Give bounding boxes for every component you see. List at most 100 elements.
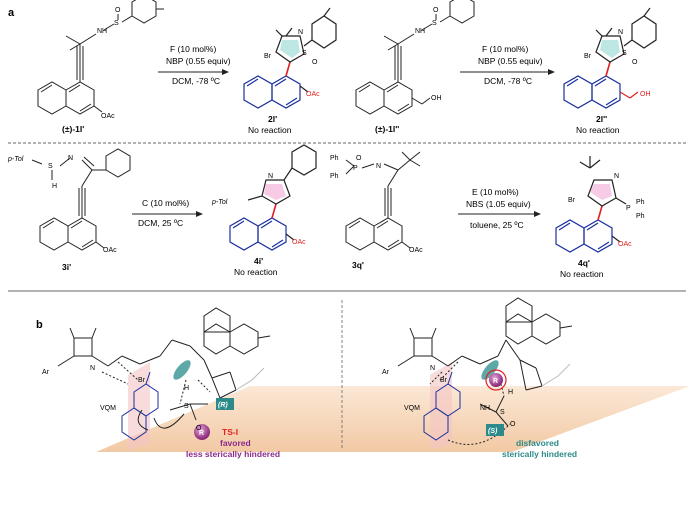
prod4-note: No reaction [560, 269, 604, 279]
arrow-head-1 [222, 69, 229, 75]
structure-3i-prime [31, 148, 131, 251]
ts-left-s: S [184, 403, 189, 410]
prod3-note: No reaction [234, 267, 278, 277]
sm2-name: (±)-1l'' [375, 124, 399, 134]
sm1-nh: NH [97, 28, 107, 35]
arrow1-reagent: NBP (0.55 equiv) [166, 56, 231, 66]
prod4-p: P [626, 205, 631, 212]
sm4-p: P [353, 165, 358, 172]
sm3-h: H [52, 183, 57, 190]
panel-b-label: b [36, 319, 43, 331]
arrow4-catalyst: E (10 mol%) [472, 187, 519, 197]
structure-3q-prime [345, 151, 421, 251]
structure-2l-double-prime [563, 7, 657, 109]
arrow-head-3 [196, 211, 203, 217]
ts-right-config: (S) [488, 428, 498, 435]
arrow1-catalyst: F (10 mol%) [170, 44, 216, 54]
prod2-note: No reaction [576, 125, 620, 135]
prod4-ph1: Ph [636, 199, 645, 206]
ts-right-n: N [430, 365, 435, 372]
sm1-oac: OAc [101, 113, 115, 120]
arrow3-conditions: DCM, 25 ºC [138, 218, 183, 228]
prod3-n: N [268, 173, 273, 180]
prod2-n: N [618, 29, 623, 36]
ts-left-br: Br [138, 377, 146, 384]
sm1-o: O [115, 7, 121, 14]
sm4-oac: OAc [409, 247, 423, 254]
sm4-o: O [356, 155, 362, 162]
prod1-name: 2l' [268, 114, 277, 124]
prod3-ptol: p-Tol [211, 199, 228, 206]
ts-left-r-ball [194, 424, 210, 440]
ts-right-clash-circle [485, 369, 507, 391]
structure-1l-double-prime [355, 0, 475, 115]
sm4-name: 3q' [352, 260, 364, 270]
ts-right-r-label: R [493, 378, 498, 385]
sm4-ph1: Ph [330, 155, 339, 162]
ts-right-config-box [486, 424, 504, 436]
arrow1-conditions: DCM, -78 ºC [172, 76, 220, 86]
ts-left-line1: favored [220, 438, 251, 448]
prod1-o: O [312, 59, 318, 66]
sm4-ph2: Ph [330, 173, 339, 180]
arrow2-catalyst: F (10 mol%) [482, 44, 528, 54]
ts-right-line2: sterically hindered [502, 449, 577, 459]
prod1-oac: OAc [306, 91, 320, 98]
ts-right-r-ball [489, 373, 503, 387]
prod4-ph2: Ph [636, 213, 645, 220]
sm2-nh: NH [415, 28, 425, 35]
sm3-s: S [48, 163, 53, 170]
structure-1l-prime [37, 0, 164, 115]
arrow-head-2 [548, 69, 555, 75]
ts-right-o: O [510, 421, 516, 428]
ts-right-vqm: VQM [404, 405, 420, 412]
ts-right-model [397, 297, 573, 450]
prod2-name: 2l'' [596, 114, 607, 124]
ts-left-h: H [184, 385, 189, 392]
arrow3-catalyst: C (10 mol%) [142, 198, 189, 208]
ts-right-steric-ellipse [481, 360, 499, 380]
arrow2-conditions: DCM, -78 ºC [484, 76, 532, 86]
prod1-n: N [298, 29, 303, 36]
structure-4q-prime [555, 156, 627, 253]
ts-left-model [57, 307, 271, 450]
ts-left-line2: less sterically hindered [186, 449, 280, 459]
prod1-note: No reaction [248, 125, 292, 135]
ts-left-steric-ellipse [173, 360, 191, 380]
arrow4-reagent: NBS (1.05 equiv) [466, 199, 531, 209]
sm2-o: O [433, 7, 439, 14]
ts-right-ar: Ar [382, 369, 390, 376]
sm1-name: (±)-1l' [62, 124, 84, 134]
prod4-name: 4q' [578, 258, 590, 268]
ts-left-title: TS-I [222, 427, 238, 437]
prod3-name: 4i' [254, 256, 263, 266]
prod2-br: Br [584, 53, 592, 60]
ts-right-nh: NH [480, 405, 490, 412]
panel-a-label: a [8, 7, 15, 19]
ts-right-line1: disfavored [516, 438, 559, 448]
prod4-br: Br [568, 197, 576, 204]
prod1-s: S [302, 50, 307, 57]
sm3-name: 3i' [62, 262, 71, 272]
ts-left-r-label: R [199, 430, 204, 437]
sm1-s: S [114, 20, 119, 27]
prod3-oac: OAc [292, 239, 306, 246]
structure-2l-prime [243, 7, 337, 109]
prod1-br: Br [264, 53, 272, 60]
structure-4i-prime [229, 144, 317, 251]
sm3-ptol: p-Tol [7, 156, 24, 163]
sm3-oac: OAc [103, 247, 117, 254]
prod2-o: O [632, 59, 638, 66]
ts-left-config: (R) [218, 402, 228, 409]
ts-left-config-box [216, 398, 234, 410]
floor-plane [96, 386, 690, 452]
arrow4-conditions: toluene, 25 ºC [470, 220, 524, 230]
ts-right-s: S [500, 409, 505, 416]
sm4-n: N [376, 163, 381, 170]
ts-right-br: Br [440, 377, 448, 384]
ts-left-o: O [196, 425, 202, 432]
ts-left-n: N [90, 365, 95, 372]
arrow-head-4 [534, 211, 541, 217]
sm2-s: S [432, 20, 437, 27]
